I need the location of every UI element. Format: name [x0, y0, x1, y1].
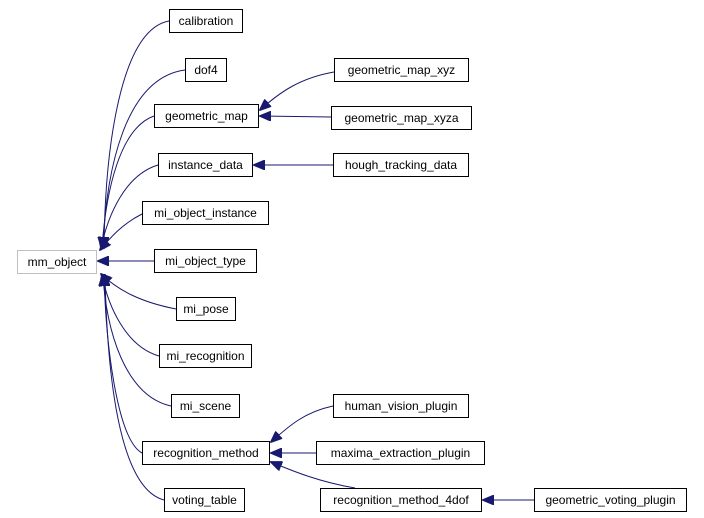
node-geometric_map_xyza[interactable]: geometric_map_xyza — [331, 106, 472, 130]
node-mi_recognition[interactable]: mi_recognition — [159, 344, 252, 368]
edge-geometric_map_xyza-to-geometric_map — [260, 116, 332, 117]
edge-human_vision_plugin-to-recognition_method — [271, 405, 334, 442]
node-mm_object: mm_object — [17, 250, 97, 274]
node-dof4[interactable]: dof4 — [185, 58, 227, 82]
node-human_vision_plugin[interactable]: human_vision_plugin — [333, 394, 469, 418]
node-geometric_voting_plugin[interactable]: geometric_voting_plugin — [534, 488, 687, 512]
node-recognition_method[interactable]: recognition_method — [142, 441, 270, 465]
edge-calibration-to-mm_object — [104, 20, 170, 248]
node-mi_object_instance[interactable]: mi_object_instance — [142, 201, 269, 225]
edge-mi_object_instance-to-mm_object — [100, 213, 143, 250]
edge-geometric_map-to-mm_object — [102, 115, 155, 248]
node-recognition_method_4dof[interactable]: recognition_method_4dof — [320, 488, 482, 512]
edge-mi_recognition-to-mm_object — [102, 275, 160, 357]
edge-mi_scene-to-mm_object — [103, 275, 172, 407]
edge-recognition_method-to-mm_object — [104, 275, 143, 454]
node-mi_pose[interactable]: mi_pose — [176, 297, 236, 321]
node-instance_data[interactable]: instance_data — [158, 153, 253, 177]
node-geometric_map_xyz[interactable]: geometric_map_xyz — [334, 58, 469, 82]
node-voting_table[interactable]: voting_table — [164, 488, 245, 512]
edge-recognition_method_4dof-to-recognition_method — [271, 462, 356, 489]
node-hough_tracking_data[interactable]: hough_tracking_data — [333, 153, 469, 177]
edge-geometric_map_xyz-to-geometric_map — [260, 71, 335, 110]
node-mi_scene[interactable]: mi_scene — [171, 394, 240, 418]
node-mi_object_type[interactable]: mi_object_type — [154, 249, 257, 273]
node-geometric_map[interactable]: geometric_map — [154, 104, 259, 128]
edge-instance_data-to-mm_object — [101, 164, 159, 248]
edge-mi_pose-to-mm_object — [101, 274, 177, 310]
node-maxima_extraction_plugin[interactable]: maxima_extraction_plugin — [316, 441, 485, 465]
edge-voting_table-to-mm_object — [105, 275, 165, 501]
node-calibration[interactable]: calibration — [169, 9, 243, 33]
